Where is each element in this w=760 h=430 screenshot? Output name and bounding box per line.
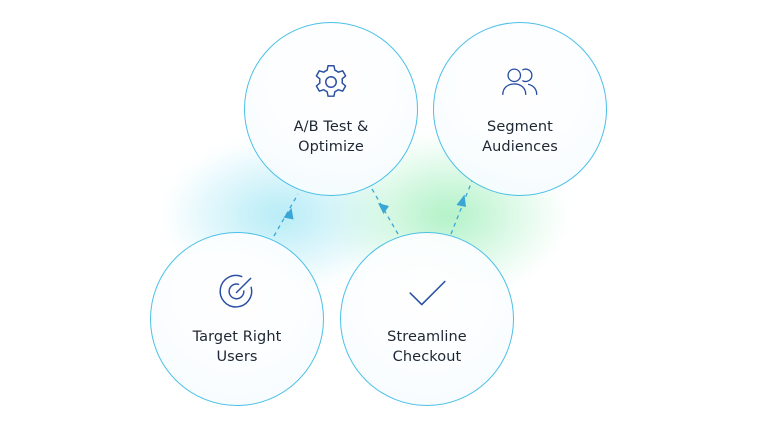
node-segment-audiences: Segment Audiences: [433, 22, 607, 196]
node-label: A/B Test & Optimize: [294, 117, 369, 157]
node-streamline-checkout: Streamline Checkout: [340, 232, 514, 406]
node-label-line1: Streamline: [387, 329, 467, 345]
checkmark-icon: [409, 280, 446, 306]
node-label: Segment Audiences: [482, 117, 558, 157]
arrowhead-checkout-to-segment: [456, 194, 466, 207]
node-label-line2: Checkout: [392, 349, 462, 365]
node-target-right-users: Target Right Users: [150, 232, 324, 406]
arrow-checkout-to-segment: [450, 180, 473, 235]
node-label-line2: Optimize: [298, 139, 364, 155]
node-label-line1: A/B Test &: [293, 119, 369, 135]
arrowhead-target-to-abtest: [283, 208, 294, 220]
node-label-line2: Users: [216, 349, 258, 365]
node-label-line2: Audiences: [482, 139, 558, 155]
gear-icon: [315, 64, 347, 97]
node-label-line1: Target Right: [192, 329, 282, 345]
users-icon: [502, 68, 538, 96]
node-label: Streamline Checkout: [387, 327, 467, 367]
arrowhead-abtest-to-checkout: [378, 203, 389, 214]
target-icon: [219, 274, 253, 308]
node-ab-test-optimize: A/B Test & Optimize: [244, 22, 418, 196]
node-label: Target Right Users: [193, 327, 282, 367]
node-label-line1: Segment: [487, 119, 553, 135]
